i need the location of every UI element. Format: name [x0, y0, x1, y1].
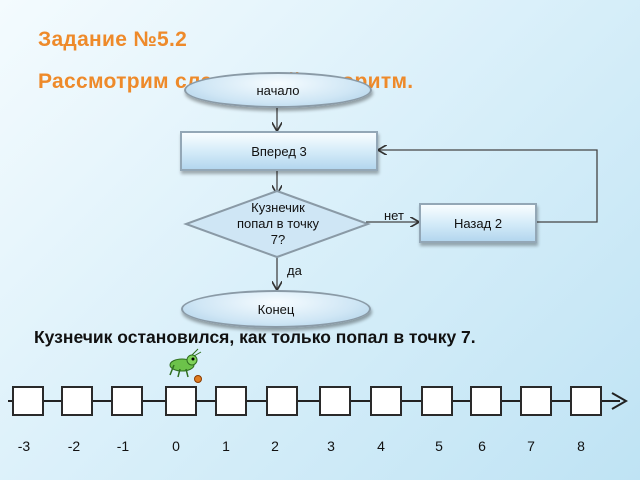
tick-label: 1 [222, 438, 230, 454]
back-node: Назад 2 [419, 203, 537, 243]
no-label: нет [384, 208, 404, 223]
cell-1 [215, 386, 247, 416]
cell-3 [319, 386, 351, 416]
yes-label: да [287, 263, 302, 278]
tick-label: 7 [527, 438, 535, 454]
tick-label: 5 [435, 438, 443, 454]
cell-6 [470, 386, 502, 416]
cell-4 [370, 386, 402, 416]
end-label: Конец [257, 301, 295, 317]
end-node: Конец [181, 290, 371, 328]
forward-label: Вперед 3 [251, 143, 307, 159]
condition-node: Кузнечик попал в точку 7? [232, 186, 324, 262]
tick-label: 6 [478, 438, 486, 454]
conclusion-text: Кузнечик остановился, как только попал в… [34, 327, 476, 347]
cell-2 [266, 386, 298, 416]
cell-5 [421, 386, 453, 416]
tick-label: -2 [67, 438, 81, 454]
tick-label: 4 [377, 438, 385, 454]
forward-node: Вперед 3 [180, 131, 378, 171]
start-node: начало [184, 72, 372, 108]
tick-label: 2 [271, 438, 279, 454]
cell-m1 [111, 386, 143, 416]
cell-7 [520, 386, 552, 416]
tick-label: 0 [172, 438, 180, 454]
start-label: начало [256, 82, 300, 98]
tick-label: -1 [116, 438, 130, 454]
condition-label: Кузнечик попал в точку 7? [236, 200, 320, 247]
tick-label: 8 [577, 438, 585, 454]
tick-label: 3 [327, 438, 335, 454]
cell-0 [165, 386, 197, 416]
cell-m2 [61, 386, 93, 416]
cell-8 [570, 386, 602, 416]
cell-m3 [12, 386, 44, 416]
back-label: Назад 2 [453, 215, 503, 231]
decision-diamond [183, 189, 371, 259]
tick-label: -3 [17, 438, 31, 454]
task-title: Задание №5.2 [38, 28, 188, 51]
arrow-back-forward [379, 150, 598, 223]
number-line-arrowhead [611, 392, 629, 410]
